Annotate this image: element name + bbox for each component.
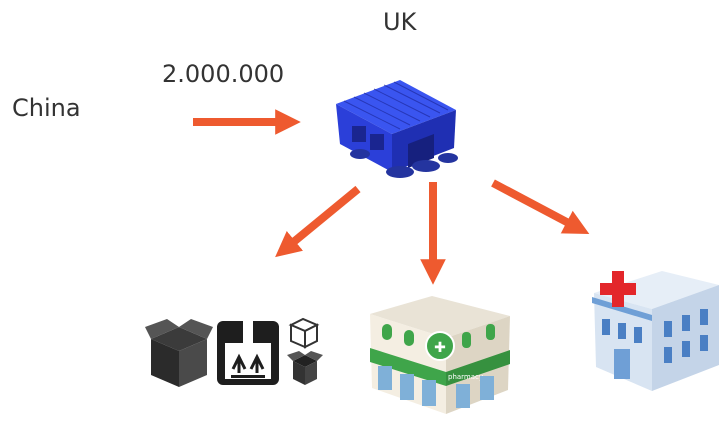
origin-label: China [12, 94, 81, 122]
arrow-to-boxes [275, 185, 361, 258]
arrow-to-hospital [491, 179, 590, 234]
hospital-building-icon [592, 271, 719, 391]
pharmacy-sign: pharmacy [448, 373, 483, 381]
warehouse-icon [336, 80, 458, 178]
shipping-boxes-icon [145, 317, 323, 387]
svg-text:✚: ✚ [434, 340, 446, 356]
destination-label: UK [383, 8, 417, 36]
quantity-label: 2.000.000 [162, 60, 285, 88]
pharmacy-building-icon: ✚ pharmacy [370, 296, 510, 414]
